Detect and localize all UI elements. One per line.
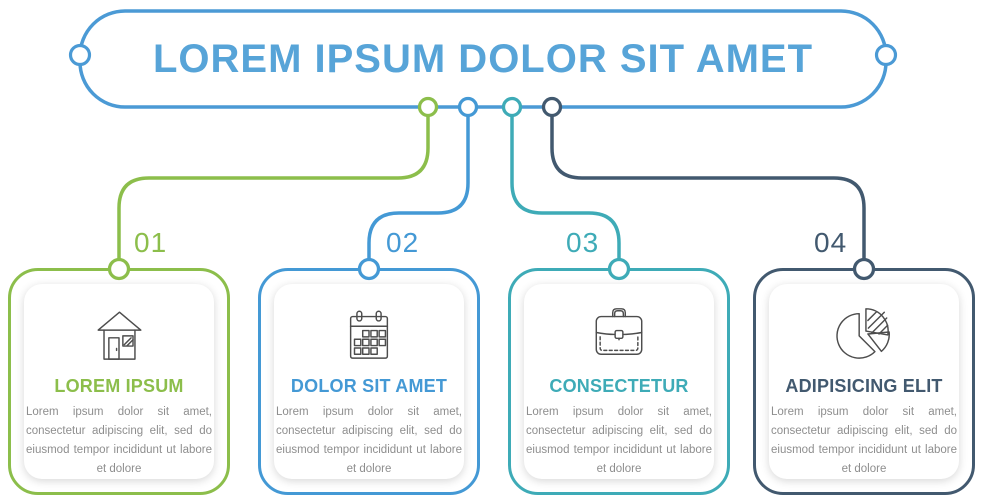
step-card-3: CONSECTETUR Lorem ipsum dolor sit amet, … <box>508 268 730 495</box>
step-heading-1: LOREM IPSUM <box>54 376 184 396</box>
step-card-1-panel: LOREM IPSUM Lorem ipsum dolor sit amet, … <box>24 284 214 479</box>
step-card-1: LOREM IPSUM Lorem ipsum dolor sit amet, … <box>8 268 230 495</box>
step-heading-4: ADIPISICING ELIT <box>785 376 943 396</box>
step-number-3: 03 <box>566 227 600 258</box>
house-icon <box>88 304 150 362</box>
step-card-2: DOLOR SIT AMET Lorem ipsum dolor sit ame… <box>258 268 480 495</box>
step-card-4: ADIPISICING ELIT Lorem ipsum dolor sit a… <box>753 268 975 495</box>
step-body-3: Lorem ipsum dolor sit amet, consectetur … <box>526 406 712 475</box>
step-card-4-panel: ADIPISICING ELIT Lorem ipsum dolor sit a… <box>769 284 959 479</box>
step-body-2: Lorem ipsum dolor sit amet, consectetur … <box>276 406 462 475</box>
step-number-1: 01 <box>134 227 168 258</box>
step-number-2: 02 <box>386 227 420 258</box>
briefcase-icon <box>588 304 650 362</box>
step-body-1: Lorem ipsum dolor sit amet, consectetur … <box>26 406 212 475</box>
step-card-3-panel: CONSECTETUR Lorem ipsum dolor sit amet, … <box>524 284 714 479</box>
step-heading-3: CONSECTETUR <box>549 376 689 396</box>
pie-chart-icon <box>833 304 895 362</box>
step-heading-2: DOLOR SIT AMET <box>290 376 448 396</box>
step-body-4: Lorem ipsum dolor sit amet, consectetur … <box>771 406 957 475</box>
step-number-4: 04 <box>814 227 848 258</box>
page-title: LOREM IPSUM DOLOR SIT AMET <box>152 37 814 81</box>
calendar-icon <box>338 304 400 362</box>
step-card-2-panel: DOLOR SIT AMET Lorem ipsum dolor sit ame… <box>274 284 464 479</box>
